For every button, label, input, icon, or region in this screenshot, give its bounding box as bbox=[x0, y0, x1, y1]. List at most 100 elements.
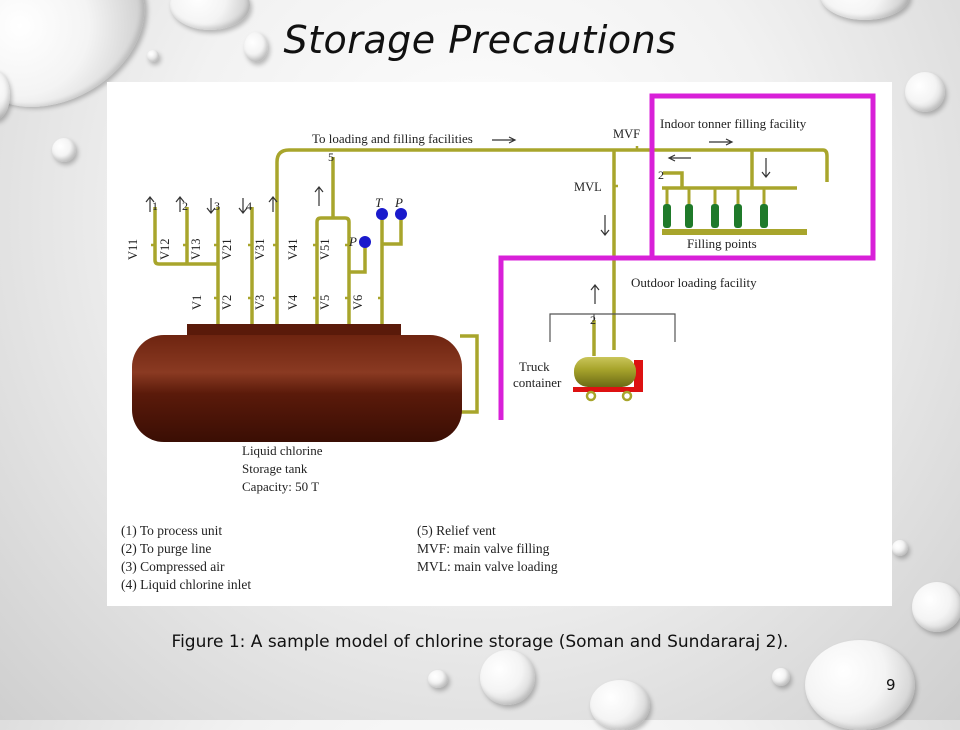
valve-label: V5 bbox=[318, 295, 332, 310]
gauge-label-p2: P bbox=[348, 234, 357, 249]
valve-label: V41 bbox=[286, 238, 300, 260]
arrow-down-icon bbox=[761, 158, 771, 178]
gauge-label-t: T bbox=[375, 195, 383, 210]
mvl-label: MVL bbox=[574, 180, 602, 194]
mvf-label: MVF bbox=[613, 127, 640, 141]
truck-frame bbox=[573, 387, 643, 392]
water-drop-decoration bbox=[772, 668, 790, 686]
water-drop-decoration bbox=[820, 0, 910, 20]
valve-label: V2 bbox=[220, 295, 234, 310]
legend-item: MVL: main valve loading bbox=[417, 559, 558, 574]
facility-boundaries bbox=[498, 93, 876, 420]
line-number-4: 4 bbox=[246, 199, 252, 213]
valve-label: V3 bbox=[253, 295, 267, 310]
pipe-v11 bbox=[153, 207, 217, 266]
gas-cylinders bbox=[663, 204, 768, 228]
legend-item: (3) Compressed air bbox=[121, 559, 225, 574]
valve-label: V11 bbox=[126, 239, 140, 260]
legend-item: (5) Relief vent bbox=[417, 523, 496, 538]
arrow-up-icon bbox=[314, 186, 324, 206]
water-drop-decoration bbox=[590, 680, 650, 730]
legend-item: (4) Liquid chlorine inlet bbox=[121, 577, 252, 592]
water-drop-decoration bbox=[480, 650, 535, 705]
pipe-indoor-purge bbox=[663, 171, 684, 188]
tank-label: Storage tank bbox=[242, 461, 308, 476]
truck-label: container bbox=[513, 375, 562, 390]
truck-wheel bbox=[621, 390, 633, 402]
legend-left: (1) To process unit (2) To purge line (3… bbox=[121, 522, 251, 594]
main-pipe-top bbox=[275, 148, 829, 324]
slide-title: Storage Precautions bbox=[283, 18, 677, 62]
pressure-gauge-icon bbox=[359, 236, 371, 248]
tank-label: Liquid chlorine bbox=[242, 443, 323, 458]
filling-points-label: Filling points bbox=[687, 236, 757, 251]
line-number-1: 1 bbox=[152, 199, 158, 213]
valve-label: V12 bbox=[158, 238, 172, 260]
indoor-line-number: 2 bbox=[658, 168, 664, 182]
valve-label: V6 bbox=[351, 295, 365, 310]
gauge-label-p: P bbox=[394, 195, 403, 210]
water-drop-decoration bbox=[244, 32, 268, 62]
storage-tank bbox=[132, 335, 462, 442]
legend-item: (2) To purge line bbox=[121, 541, 212, 556]
cylinder bbox=[734, 204, 742, 228]
valve-label: V1 bbox=[190, 295, 204, 310]
chlorine-storage-figure: To loading and filling facilities 5 1 2 … bbox=[107, 82, 892, 606]
tank-label: Capacity: 50 T bbox=[242, 479, 319, 494]
line-number-5: 5 bbox=[328, 150, 334, 164]
arrow-right-icon bbox=[492, 136, 517, 144]
arrow-up-icon bbox=[590, 284, 600, 304]
legend-item: (1) To process unit bbox=[121, 523, 223, 538]
pipe-network bbox=[153, 148, 829, 414]
page-number: 9 bbox=[886, 676, 896, 694]
line-number-2: 2 bbox=[182, 199, 188, 213]
arrow-up-icon bbox=[175, 196, 185, 212]
cylinder bbox=[711, 204, 719, 228]
arrow-down-icon bbox=[206, 198, 216, 214]
flow-arrows bbox=[145, 136, 771, 304]
cylinder bbox=[685, 204, 693, 228]
valve-label: V51 bbox=[318, 238, 332, 260]
arrow-up-icon bbox=[268, 196, 278, 212]
truck-canopy bbox=[549, 313, 676, 342]
valve-labels-lower: V1 V2 V3 V4 V5 V6 bbox=[190, 294, 365, 310]
truck-wheel bbox=[585, 390, 597, 402]
pipe-pressure bbox=[349, 242, 367, 274]
cylinder bbox=[760, 204, 768, 228]
indoor-taps bbox=[665, 188, 766, 204]
valve-labels-upper: V11 V12 V13 V21 V31 V41 V51 bbox=[126, 238, 332, 260]
pressure-gauge-icon bbox=[395, 208, 407, 220]
arrow-down-icon bbox=[600, 215, 610, 236]
water-drop-decoration bbox=[428, 670, 448, 688]
indoor-facility-label: Indoor tonner filling facility bbox=[660, 116, 807, 131]
arrow-right-icon bbox=[709, 138, 734, 146]
water-drop-decoration bbox=[0, 70, 10, 120]
truck-container bbox=[549, 313, 676, 402]
water-drop-decoration bbox=[805, 640, 915, 730]
cylinder bbox=[663, 204, 671, 228]
pipe-tp bbox=[382, 214, 403, 246]
gauges bbox=[359, 208, 407, 248]
top-line-label: To loading and filling facilities bbox=[312, 131, 473, 146]
figure-caption: Figure 1: A sample model of chlorine sto… bbox=[171, 632, 789, 652]
water-drop-decoration bbox=[912, 582, 960, 632]
truck-cab bbox=[634, 360, 643, 392]
water-drop-decoration bbox=[52, 138, 76, 162]
water-drop-decoration bbox=[147, 50, 159, 62]
truck-label: Truck bbox=[519, 359, 550, 374]
valve-label: V13 bbox=[189, 238, 203, 260]
legend-right: (5) Relief vent MVF: main valve filling … bbox=[417, 522, 558, 576]
valve-label: V31 bbox=[253, 238, 267, 260]
line-number-3: 3 bbox=[214, 199, 220, 213]
valve-label: V21 bbox=[220, 238, 234, 260]
tank-manifold bbox=[187, 324, 401, 338]
outdoor-boundary bbox=[498, 255, 652, 420]
valve-marks bbox=[151, 146, 639, 300]
outdoor-line-number: 2 bbox=[590, 313, 596, 327]
legend-item: MVF: main valve filling bbox=[417, 541, 550, 556]
water-drop-decoration bbox=[905, 72, 945, 112]
arrow-down-icon bbox=[238, 198, 248, 214]
pipe-tank-outlet bbox=[460, 334, 479, 414]
valve-label: V4 bbox=[286, 294, 300, 310]
truck-tank bbox=[574, 357, 636, 387]
